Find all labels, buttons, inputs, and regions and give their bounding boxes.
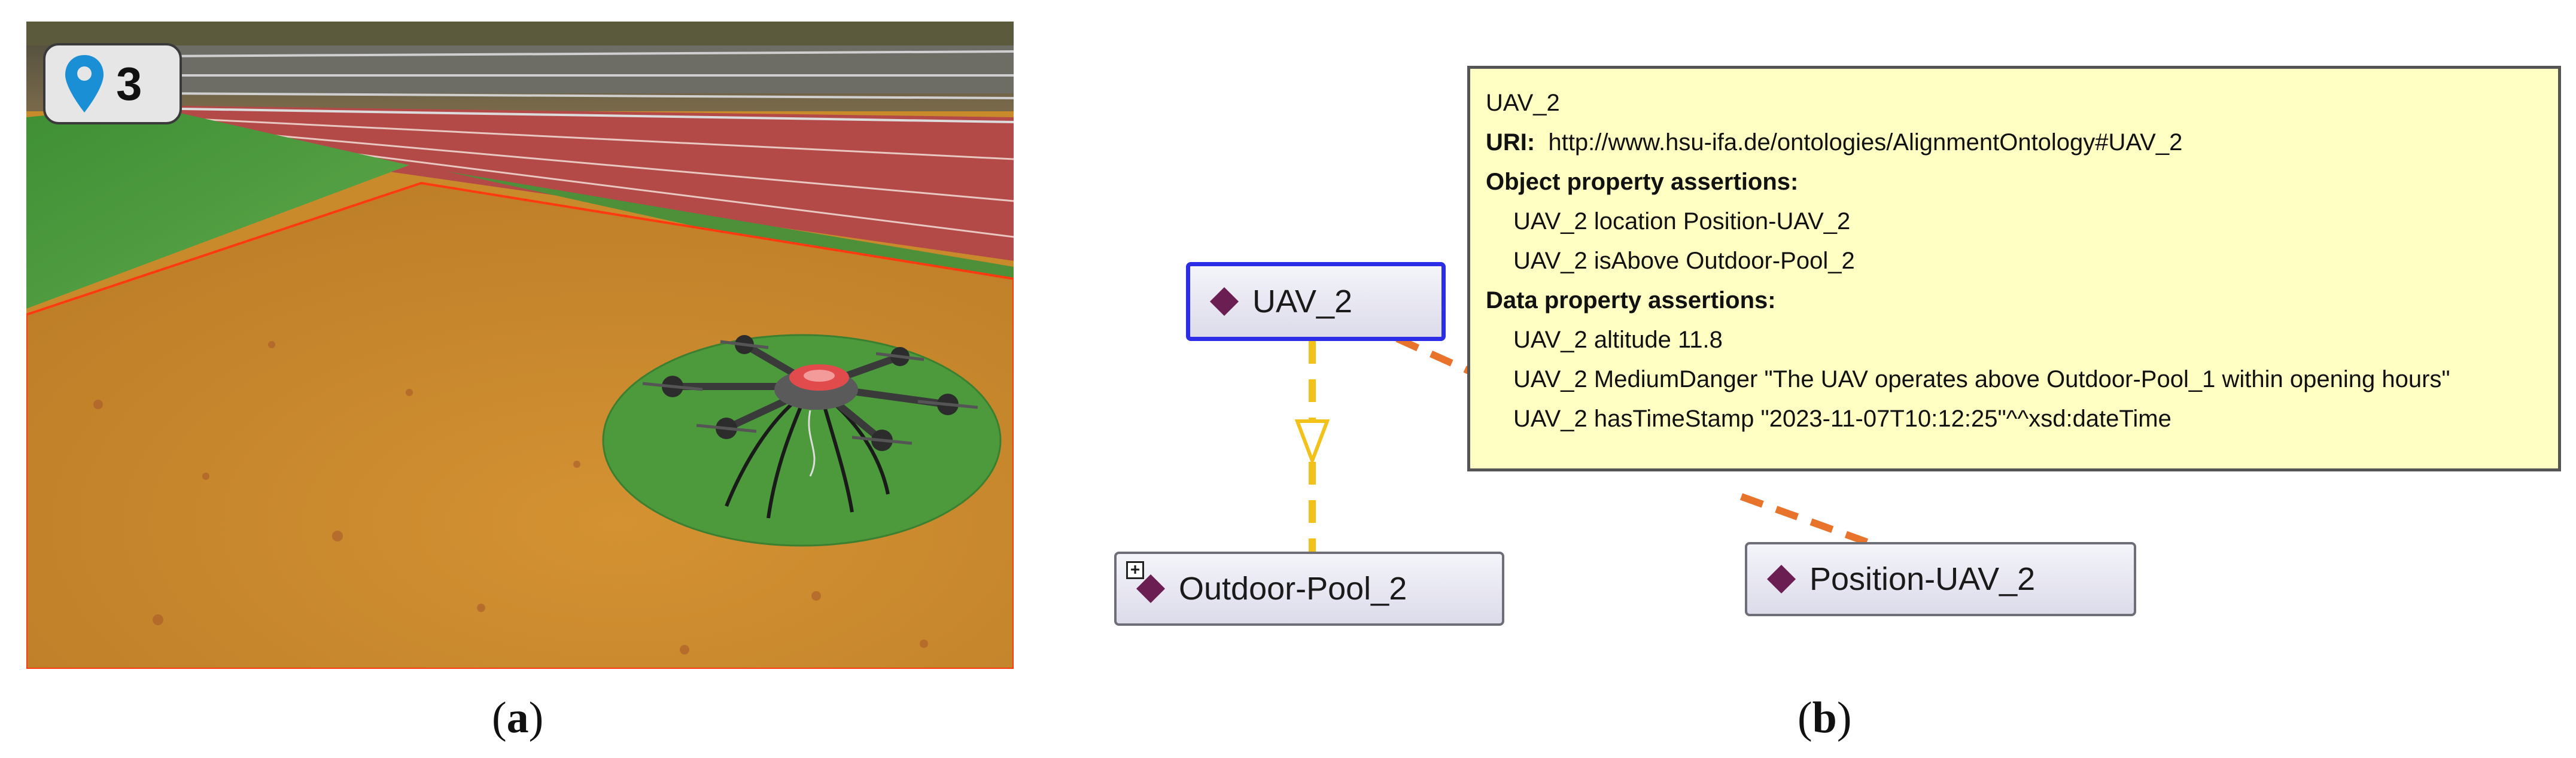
drone-graphic [642,335,978,519]
tooltip-object-heading: Object property assertions: [1486,169,1799,195]
drone-scene-image [26,22,1014,669]
node-position-uav-2-label: Position-UAV_2 [1809,561,2036,597]
node-uav-2-label: UAV_2 [1252,284,1353,319]
tooltip-uri-label: URI: [1486,129,1535,156]
tooltip-object-assertion: UAV_2 location Position-UAV_2 [1513,208,1851,235]
tooltip-title: UAV_2 [1486,90,1560,116]
marker-count: 3 [116,57,142,110]
tooltip-data-assertion: UAV_2 MediumDanger "The UAV operates abo… [1513,366,2450,392]
node-outdoor-pool-2[interactable]: + Outdoor-Pool_2 [1114,552,1504,626]
tooltip-uri-value: http://www.hsu-ifa.de/ontologies/Alignme… [1548,129,2183,156]
tooltip-data-heading: Data property assertions: [1486,287,1776,313]
individual-tooltip: UAV_2 URI: http://www.hsu-ifa.de/ontolog… [1467,66,2561,471]
individual-diamond-icon [1766,564,1796,594]
expand-icon[interactable]: + [1126,561,1144,579]
node-position-uav-2[interactable]: Position-UAV_2 [1745,542,2136,616]
map-pin-icon [65,55,104,112]
caption-b: (b) [1798,693,1852,742]
isabove-arrowhead [1294,419,1330,466]
location-edge-upper [1395,335,1471,375]
node-uav-2[interactable]: UAV_2 [1186,262,1446,341]
individual-diamond-icon [1209,287,1239,316]
tooltip-data-assertion: UAV_2 altitude 11.8 [1513,327,1723,353]
tooltip-object-assertion: UAV_2 isAbove Outdoor-Pool_2 [1513,248,1855,274]
tooltip-uri-row: URI: http://www.hsu-ifa.de/ontologies/Al… [1486,123,2558,162]
caption-a: (a) [492,693,544,742]
marker-count-badge: 3 [43,43,182,124]
tooltip-data-assertion: UAV_2 hasTimeStamp "2023-11-07T10:12:25"… [1513,406,2171,432]
location-edge-lower [1739,493,1869,546]
drone-photo: 3 [26,22,1014,669]
node-outdoor-pool-2-label: Outdoor-Pool_2 [1179,571,1407,607]
